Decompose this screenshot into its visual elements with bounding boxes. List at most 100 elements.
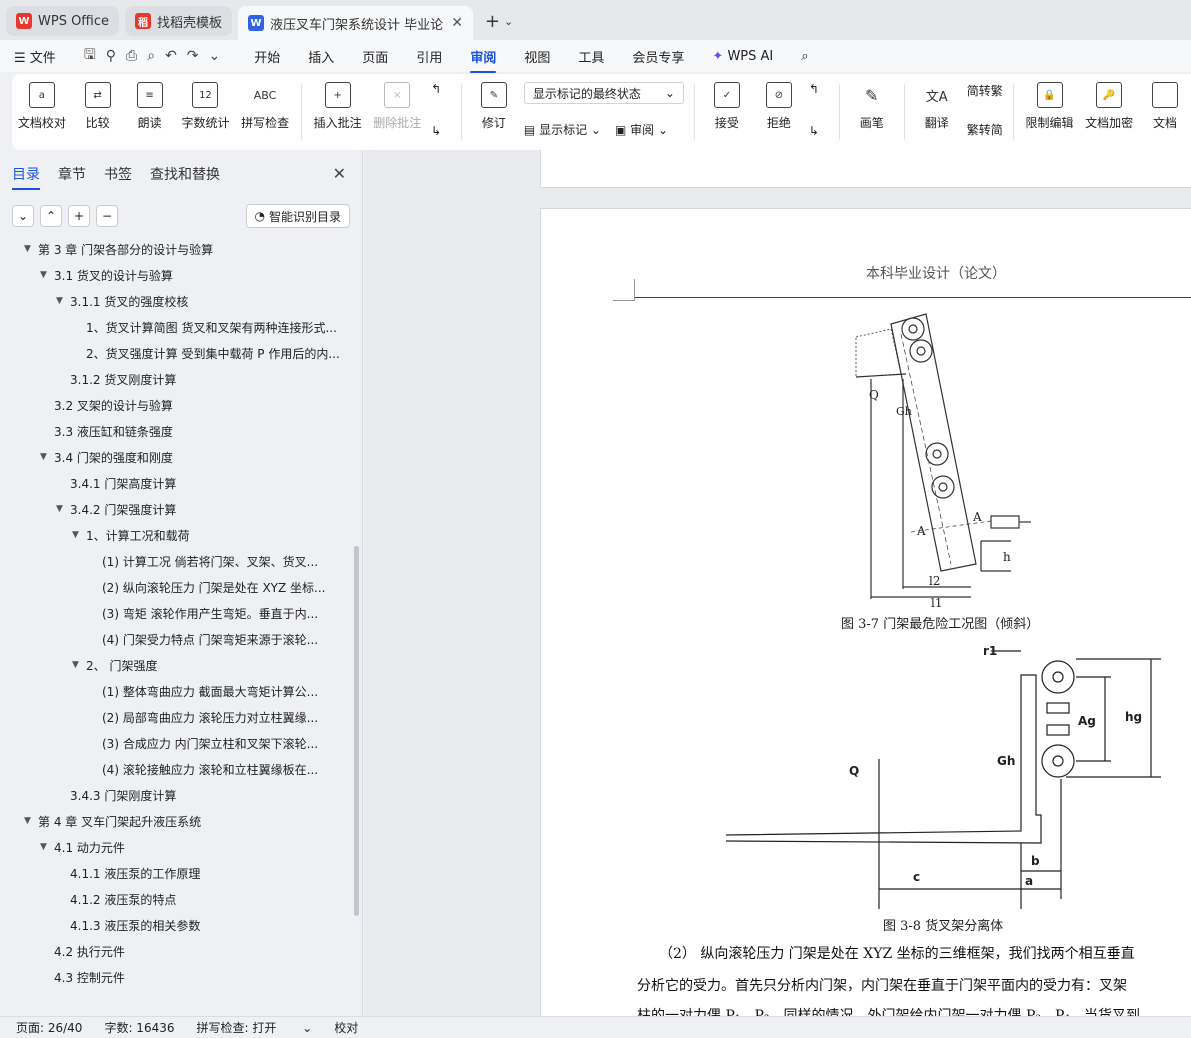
- toc-item[interactable]: ▼1、计算工况和载荷: [0, 522, 352, 548]
- insert-comment-button[interactable]: +插入批注: [314, 82, 362, 131]
- menu-review[interactable]: 审阅: [470, 47, 497, 73]
- redo-icon[interactable]: ↷: [186, 48, 199, 64]
- next-change-icon[interactable]: ↳: [808, 124, 819, 138]
- file-menu[interactable]: ☰ 文件: [14, 50, 56, 66]
- caret-down-icon[interactable]: ▼: [56, 296, 63, 306]
- toc-item[interactable]: 4.3 控制元件: [0, 964, 352, 990]
- caret-down-icon[interactable]: ▼: [72, 530, 79, 540]
- compare-button[interactable]: ⇄比较: [78, 82, 118, 131]
- toc-item[interactable]: ▼3.1.1 货叉的强度校核: [0, 288, 352, 314]
- caret-down-icon[interactable]: ▼: [40, 270, 47, 280]
- menu-view[interactable]: 视图: [524, 50, 551, 66]
- wps-ai-button[interactable]: ✦ WPS AI: [712, 48, 774, 64]
- toc-item[interactable]: ▼3.1 货叉的设计与验算: [0, 262, 352, 288]
- show-markup-button[interactable]: ▤ 显示标记 ⌄: [523, 123, 601, 137]
- toc-item[interactable]: 3.2 叉架的设计与验算: [0, 392, 352, 418]
- toc-item[interactable]: 2、货叉强度计算 受到集中载荷 P 作用后的内...: [0, 340, 352, 366]
- menu-start[interactable]: 开始: [254, 50, 281, 66]
- toc-item[interactable]: ▼3.4 门架的强度和刚度: [0, 444, 352, 470]
- toc-item[interactable]: 3.3 液压缸和链条强度: [0, 418, 352, 444]
- caret-down-icon[interactable]: ▼: [72, 660, 79, 670]
- caret-down-icon[interactable]: ▼: [24, 244, 31, 254]
- toc-item[interactable]: ▼3.4.2 门架强度计算: [0, 496, 352, 522]
- toc-item[interactable]: (3) 合成应力 内门架立柱和叉架下滚轮...: [0, 730, 352, 756]
- spell-check-status[interactable]: 拼写检查: 打开 ⌄: [196, 1021, 313, 1035]
- proofread-status[interactable]: 校对: [334, 1021, 359, 1035]
- menu-reference[interactable]: 引用: [416, 50, 443, 66]
- scrollbar[interactable]: [354, 546, 359, 916]
- save-icon[interactable]: 🖫: [83, 47, 96, 63]
- prev-change-icon[interactable]: ↰: [808, 82, 819, 96]
- toc-item[interactable]: (1) 计算工况 倘若将门架、叉架、货叉...: [0, 548, 352, 574]
- doc-permission-button[interactable]: 文档: [1145, 82, 1185, 131]
- to-simplified-button[interactable]: 繁 转简: [966, 123, 1003, 137]
- page-count[interactable]: 页面: 26/40: [16, 1021, 83, 1035]
- tab-template[interactable]: 稻找稻壳模板: [125, 6, 233, 36]
- chevron-down-icon[interactable]: ⌄: [504, 14, 514, 28]
- toc-item[interactable]: ▼第 3 章 门架各部分的设计与验算: [0, 236, 352, 262]
- preview-icon[interactable]: ⌕: [147, 48, 156, 64]
- delete-comment-button[interactable]: ×删除批注: [373, 82, 421, 131]
- close-icon[interactable]: ✕: [332, 164, 346, 183]
- new-tab-button[interactable]: + ⌄: [484, 10, 514, 32]
- revise-button[interactable]: ✎修订: [474, 82, 514, 131]
- next-comment-icon[interactable]: ↳: [431, 124, 442, 138]
- accept-button[interactable]: ✓接受: [707, 82, 747, 131]
- print-icon[interactable]: ⎙: [126, 48, 138, 64]
- toc-item[interactable]: 4.1.1 液压泵的工作原理: [0, 860, 352, 886]
- caret-down-icon[interactable]: ▼: [40, 842, 47, 852]
- word-count[interactable]: 字数: 16436: [104, 1021, 175, 1035]
- remove-icon[interactable]: −: [96, 205, 118, 227]
- toc-item[interactable]: 1、货叉计算简图 货叉和叉架有两种连接形式...: [0, 314, 352, 340]
- restrict-edit-button[interactable]: 🔒限制编辑: [1026, 82, 1074, 131]
- tab-toc[interactable]: 目录: [12, 164, 40, 190]
- undo-icon[interactable]: ↶: [165, 48, 177, 64]
- review-pane-button[interactable]: ▣ 审阅 ⌄: [614, 123, 669, 137]
- toc-item[interactable]: 4.1.2 液压泵的特点: [0, 886, 352, 912]
- to-traditional-button[interactable]: 简 转繁: [966, 84, 1003, 98]
- encrypt-button[interactable]: 🔑文档加密: [1085, 82, 1133, 131]
- add-icon[interactable]: +: [68, 205, 90, 227]
- toc-item[interactable]: 3.4.1 门架高度计算: [0, 470, 352, 496]
- toc-item[interactable]: ▼4.1 动力元件: [0, 834, 352, 860]
- toc-item[interactable]: (4) 门架受力特点 门架弯矩来源于滚轮...: [0, 626, 352, 652]
- tab-find-replace[interactable]: 查找和替换: [150, 167, 220, 183]
- toc-item[interactable]: (4) 滚轮接触应力 滚轮和立柱翼缘板在...: [0, 756, 352, 782]
- toc-item[interactable]: 4.1.3 液压泵的相关参数: [0, 912, 352, 938]
- toc-item[interactable]: (1) 整体弯曲应力 截面最大弯矩计算公...: [0, 678, 352, 704]
- reject-button[interactable]: ⊘拒绝: [759, 82, 799, 131]
- smart-toc-button[interactable]: ◔智能识别目录: [245, 204, 350, 228]
- toc-item[interactable]: ▼第 4 章 叉车门架起升液压系统: [0, 808, 352, 834]
- collapse-icon[interactable]: ⌃: [40, 205, 62, 227]
- caret-down-icon[interactable]: ▼: [40, 452, 47, 462]
- expand-icon[interactable]: ⌄: [12, 205, 34, 227]
- tab-chapters[interactable]: 章节: [58, 167, 86, 183]
- menu-page[interactable]: 页面: [362, 50, 389, 66]
- tab-bookmarks[interactable]: 书签: [104, 167, 132, 183]
- toc-item[interactable]: 3.1.2 货叉刚度计算: [0, 366, 352, 392]
- markup-state-select[interactable]: 显示标记的最终状态⌄: [523, 82, 684, 104]
- menu-tools[interactable]: 工具: [578, 50, 605, 66]
- menu-member[interactable]: 会员专享: [632, 50, 685, 66]
- prev-comment-icon[interactable]: ↰: [431, 82, 442, 96]
- more-icon[interactable]: ⌄: [208, 48, 221, 64]
- search-icon[interactable]: ⌕: [801, 48, 809, 64]
- toc-item[interactable]: (3) 弯矩 滚轮作用产生弯矩。垂直于内...: [0, 600, 352, 626]
- read-aloud-button[interactable]: ≡朗读: [130, 82, 170, 131]
- toc-item[interactable]: 3.4.3 门架刚度计算: [0, 782, 352, 808]
- toc-item[interactable]: 4.2 执行元件: [0, 938, 352, 964]
- menu-insert[interactable]: 插入: [308, 50, 335, 66]
- toc-item[interactable]: ▼2、 门架强度: [0, 652, 352, 678]
- close-icon[interactable]: ✕: [451, 15, 463, 31]
- link-icon[interactable]: ⚲: [105, 48, 117, 64]
- caret-down-icon[interactable]: ▼: [56, 504, 63, 514]
- toc-item[interactable]: (2) 局部弯曲应力 滚轮压力对立柱翼缘...: [0, 704, 352, 730]
- pen-button[interactable]: ✎画笔: [852, 82, 892, 131]
- caret-down-icon[interactable]: ▼: [24, 816, 31, 826]
